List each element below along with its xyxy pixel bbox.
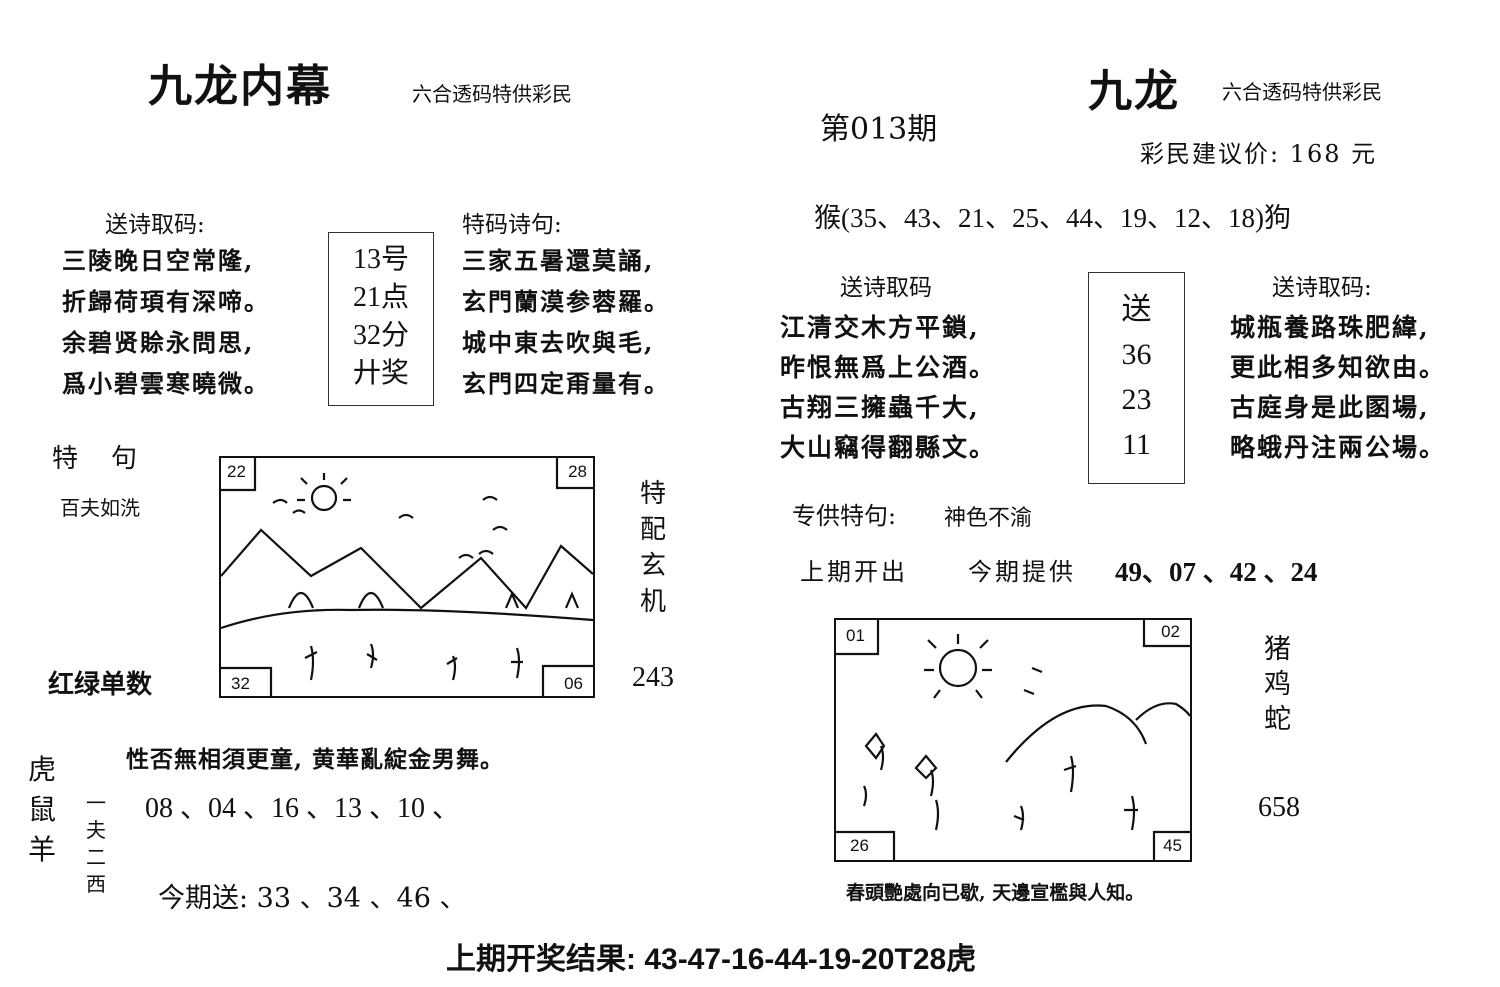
- right-poem-header-2: 送诗取码:: [1272, 275, 1372, 301]
- poem-line: 略蛾丹注兩公場。: [1230, 433, 1447, 462]
- box-line: 廾奖: [352, 358, 409, 389]
- poem-line: 玄門蘭漠参蓉羅。: [462, 287, 670, 316]
- poem-line: 古庭身是此圂場,: [1230, 393, 1430, 422]
- poem-line: 爲小碧雲寒曉微。: [62, 369, 270, 398]
- side-char: 玄: [640, 551, 667, 581]
- side-char: 配: [640, 515, 667, 545]
- poem-line: 余碧贤賒永問思,: [62, 328, 255, 357]
- side-char: 蛇: [1264, 704, 1291, 735]
- small-char: 夫: [86, 818, 106, 842]
- right-poem-2: 城瓶養路珠肥緯, 更此相多知欲由。 古庭身是此圂場, 略蛾丹注兩公場。: [1230, 308, 1446, 468]
- left-te-ju-text: 百夫如洗: [60, 496, 140, 520]
- right-this-period-numbers: 49、07 、42 、24: [1115, 557, 1318, 587]
- small-char: 西: [86, 872, 106, 896]
- left-side-number: 243: [632, 662, 674, 693]
- right-picture: 01 02 26 45: [834, 618, 1192, 862]
- box-line: 21点: [352, 282, 409, 313]
- left-te-ju-label: 特 句: [52, 444, 138, 474]
- left-numbers-line: 08 、04 、16 、13 、10 、: [145, 793, 461, 824]
- left-subtitle: 六合透码特供彩民: [412, 82, 572, 106]
- poem-line: 古翔三擁蟲千大,: [780, 393, 980, 422]
- right-caption: 春頭艷處向已歇, 天邊宣檻與人知。: [846, 882, 1145, 904]
- zodiac-char: 虎: [28, 753, 57, 786]
- zodiac-char: 羊: [28, 833, 57, 866]
- left-number-box: 13号 21点 32分 廾奖: [328, 232, 434, 406]
- box-line: 36: [1121, 338, 1152, 371]
- side-char: 猪: [1264, 634, 1291, 665]
- box-line: 送: [1121, 293, 1152, 326]
- landscape-sketch: [836, 620, 1190, 860]
- right-number-box: 送 36 23 11: [1088, 272, 1185, 484]
- side-char: 机: [640, 587, 667, 617]
- right-side-vertical: 猪 鸡 蛇: [1264, 632, 1291, 737]
- left-small-vertical: 一 夫 二 西: [86, 790, 106, 898]
- poem-line: 大山竊得翻縣文。: [780, 433, 997, 462]
- poem-line: 城中東去吹與毛,: [462, 328, 655, 357]
- left-red-green-label: 红绿单数: [48, 670, 153, 700]
- right-issue: 第013期: [820, 112, 938, 147]
- corner-number: 26: [850, 836, 869, 855]
- right-poem-header-1: 送诗取码: [840, 275, 932, 301]
- right-subtitle: 六合透码特供彩民: [1222, 80, 1382, 104]
- left-poem-header: 送诗取码:: [105, 212, 205, 238]
- left-special-header: 特码诗句:: [462, 212, 562, 238]
- left-picture: 22 28 32 06: [219, 456, 595, 698]
- small-char: 二: [86, 845, 106, 869]
- left-verse: 性否無相須更童, 黄華亂綻金男舞。: [126, 746, 505, 773]
- side-char: 特: [640, 479, 667, 509]
- side-char: 鸡: [1264, 669, 1291, 700]
- left-side-vertical: 特 配 玄 机: [640, 476, 666, 620]
- corner-number: 22: [227, 462, 246, 481]
- right-zhuan-gong-text: 神色不渝: [944, 506, 1033, 531]
- left-send-line: 今期送: 33 、34 、46 、: [158, 883, 467, 914]
- corner-number: 32: [231, 674, 250, 693]
- small-char: 一: [86, 791, 106, 815]
- poem-line: 更此相多知欲由。: [1230, 353, 1447, 382]
- left-special-poem: 三家五暑還莫誦, 玄門蘭漠参蓉羅。 城中東去吹與毛, 玄門四定甭量有。: [462, 240, 670, 404]
- poem-line: 昨恨無爲上公酒。: [780, 353, 997, 382]
- corner-number: 02: [1161, 622, 1180, 641]
- right-poem-1: 江清交木方平鎖, 昨恨無爲上公酒。 古翔三擁蟲千大, 大山竊得翻縣文。: [780, 308, 996, 468]
- poem-line: 三陵晚日空常隆,: [62, 246, 255, 275]
- box-line: 13号: [352, 244, 409, 275]
- right-price: 彩民建议价: 168 元: [1140, 140, 1378, 168]
- right-monkey-line: 猴(35、43、21、25、44、19、12、18)狗: [814, 203, 1291, 233]
- zodiac-char: 鼠: [28, 793, 57, 826]
- poem-line: 三家五暑還莫誦,: [462, 246, 655, 275]
- left-zodiac-vertical: 虎 鼠 羊: [28, 750, 56, 870]
- poem-line: 城瓶養路珠肥緯,: [1230, 313, 1430, 342]
- corner-number: 06: [564, 674, 583, 693]
- right-last-period-label: 上期开出: [800, 558, 908, 586]
- landscape-sketch: [221, 458, 593, 696]
- corner-number: 28: [568, 462, 587, 481]
- left-title: 九龙内幕: [148, 61, 332, 112]
- box-line: 11: [1122, 428, 1151, 461]
- right-this-period-label: 今期提供: [968, 558, 1076, 586]
- box-line: 23: [1121, 383, 1152, 416]
- corner-number: 45: [1163, 836, 1182, 855]
- left-poem: 三陵晚日空常隆, 折歸荷頊有深啼。 余碧贤賒永問思, 爲小碧雲寒曉微。: [62, 240, 270, 404]
- footer-result: 上期开奖结果: 43-47-16-44-19-20T28虎: [446, 943, 977, 976]
- right-title: 九龙: [1088, 66, 1180, 117]
- box-line: 32分: [352, 320, 409, 351]
- poem-line: 折歸荷頊有深啼。: [62, 287, 270, 316]
- right-zhuan-gong-label: 专供特句:: [792, 502, 897, 530]
- right-side-number: 658: [1258, 792, 1300, 823]
- corner-number: 01: [846, 626, 865, 645]
- poem-line: 玄門四定甭量有。: [462, 369, 670, 398]
- poem-line: 江清交木方平鎖,: [780, 313, 980, 342]
